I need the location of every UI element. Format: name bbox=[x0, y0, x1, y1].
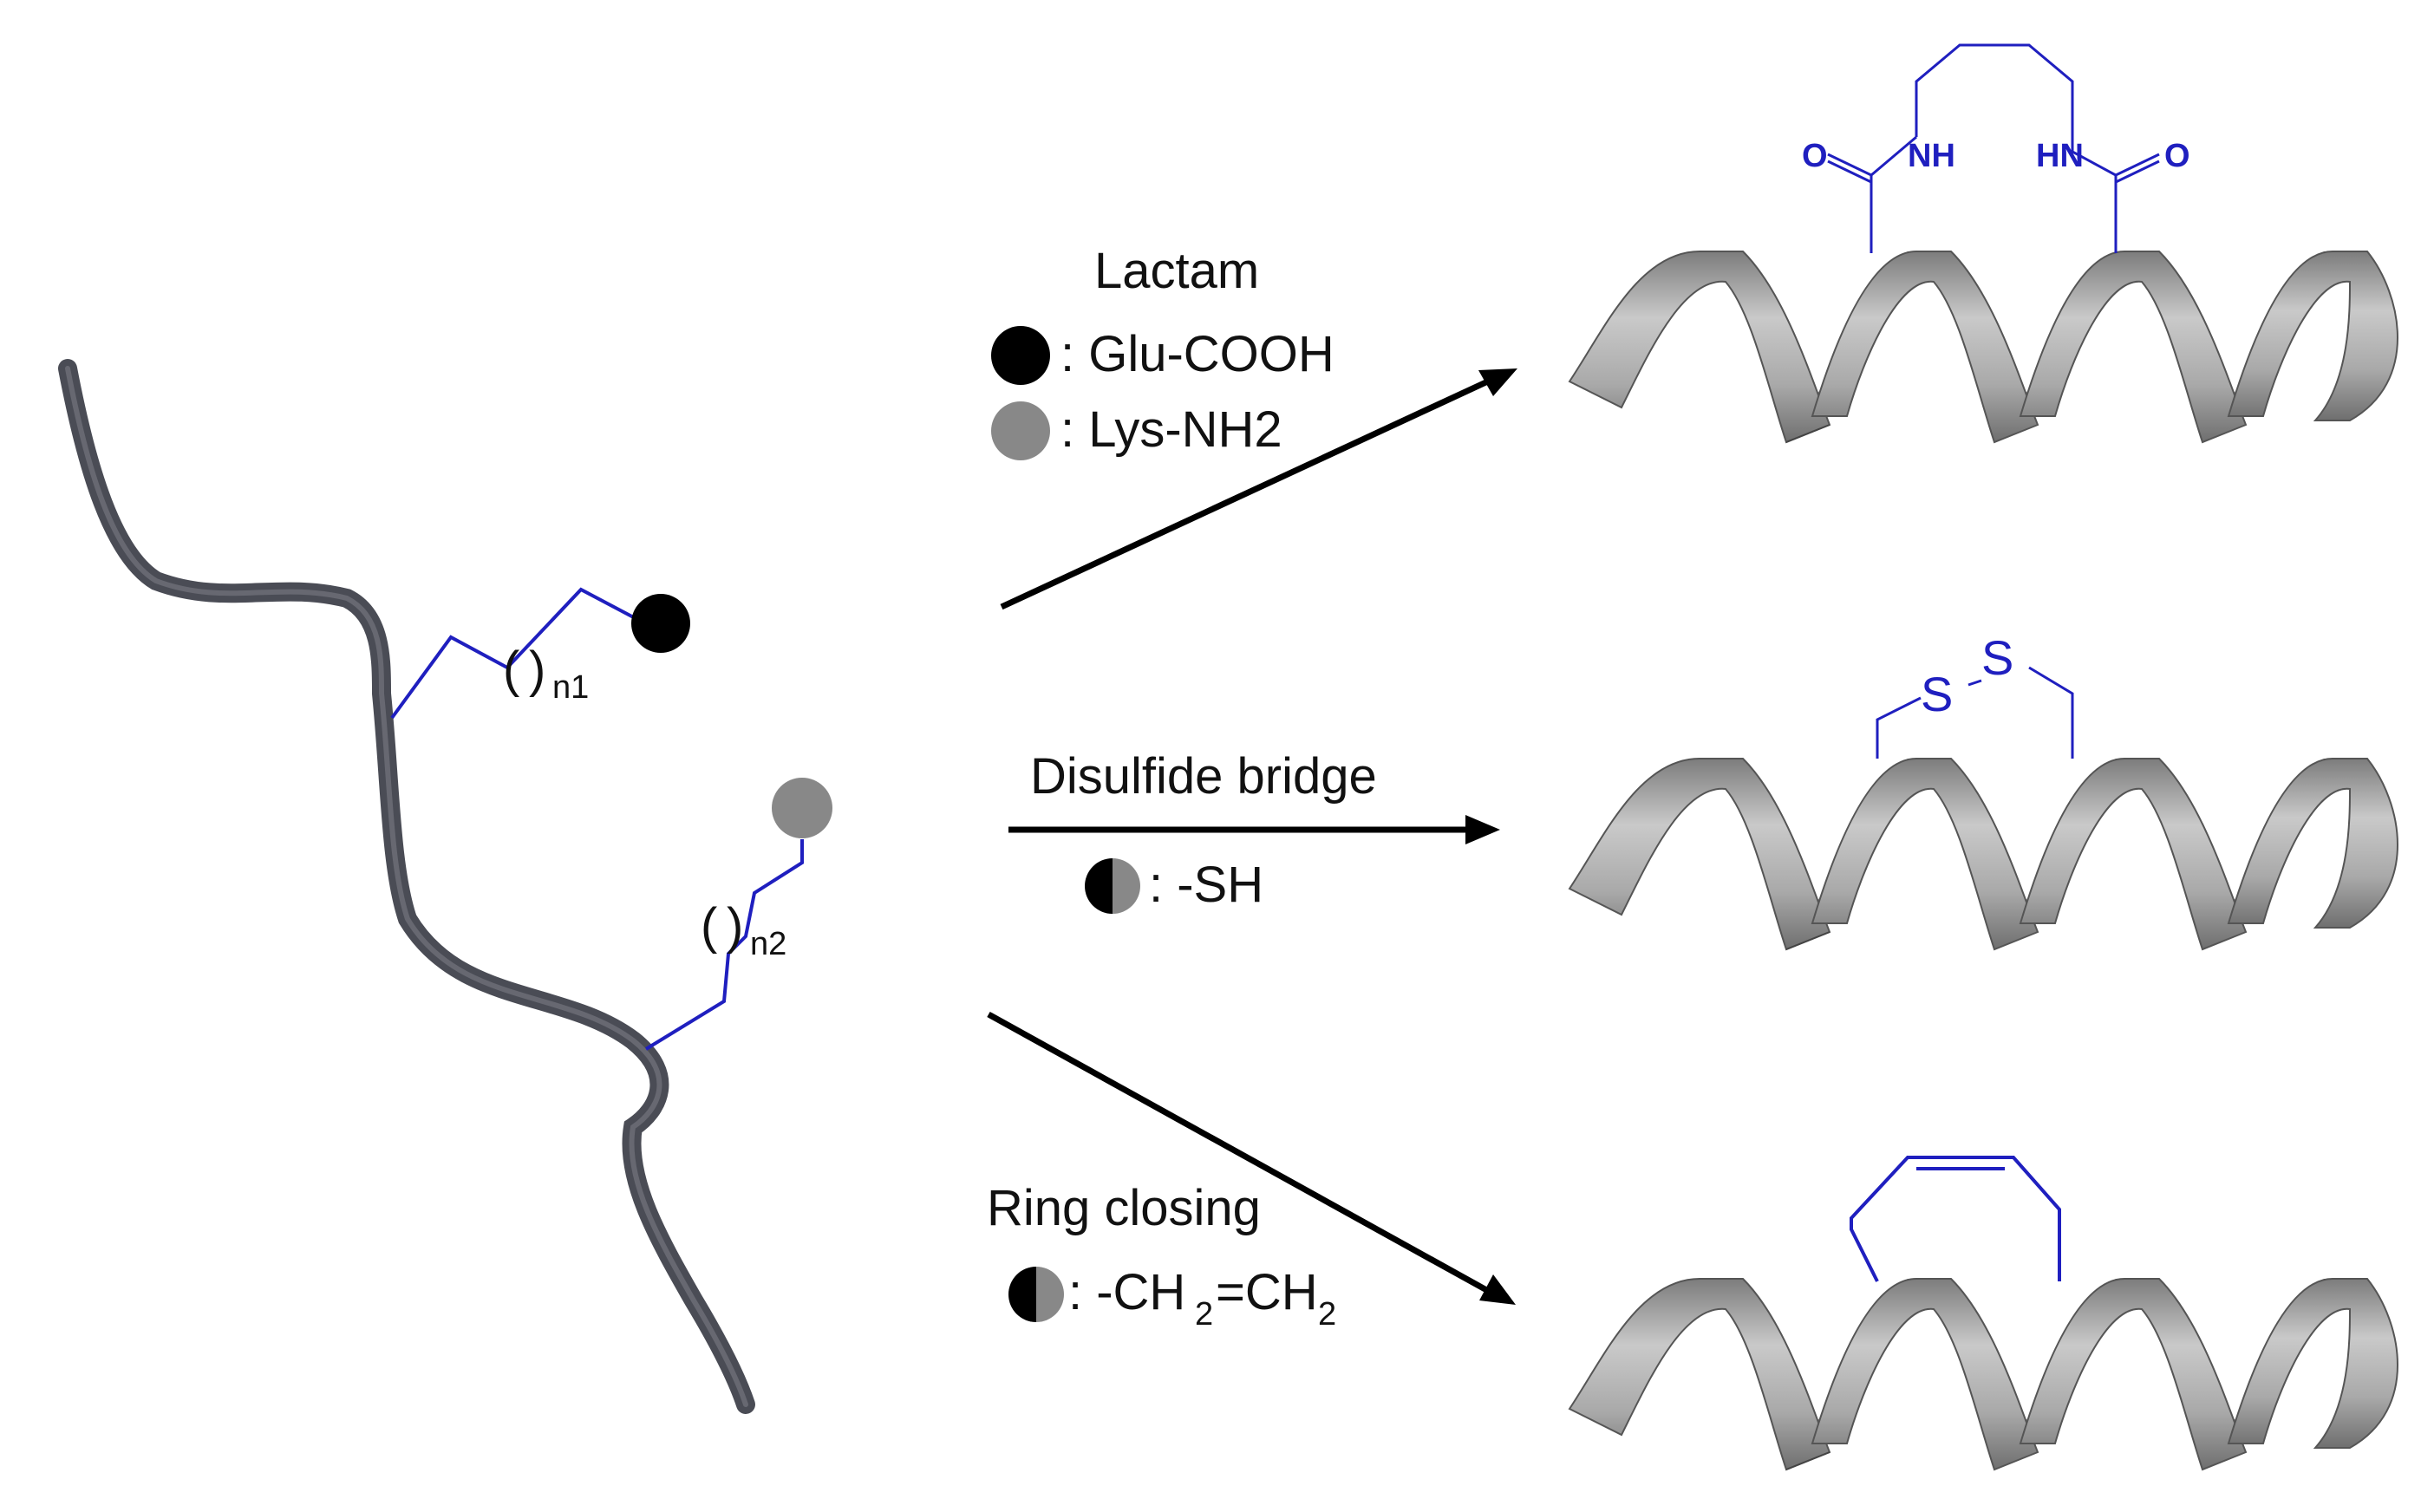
lactam-atom-hn: HN bbox=[2036, 138, 2084, 174]
legend-gray-dot bbox=[991, 401, 1050, 460]
ring-closing-title: Ring closing bbox=[987, 1180, 1261, 1236]
lactam-atom-o-right: O bbox=[2164, 138, 2190, 174]
ring-closing-legend: Ring closing : -CH 2 =CH 2 bbox=[987, 1180, 1336, 1333]
loop2-open: ( bbox=[701, 898, 717, 955]
disulfide-title: Disulfide bridge bbox=[1030, 748, 1377, 805]
lactam-title: Lactam bbox=[1094, 243, 1259, 299]
ring-closing-legend-mid: =CH bbox=[1216, 1264, 1318, 1320]
lactam-atom-o-left: O bbox=[1802, 138, 1828, 174]
disulfide-atom-s1: S bbox=[1921, 667, 1953, 721]
peptide-chain bbox=[58, 359, 755, 1414]
loop2-close: ) bbox=[727, 898, 743, 955]
legend-half-dot-sh bbox=[1085, 858, 1140, 914]
lactam-legend: Lactam : Glu-COOH : Lys-NH2 bbox=[991, 243, 1334, 460]
lactam-bridge bbox=[1827, 43, 2160, 253]
side-chain-1: ( ) n1 bbox=[390, 587, 690, 720]
lactam-helix: O NH HN O bbox=[1569, 43, 2398, 443]
arrow-to-lactam bbox=[1000, 376, 1493, 610]
lactam-legend-lys: : Lys-NH2 bbox=[1060, 401, 1282, 458]
loop1-subscript: n1 bbox=[552, 669, 589, 706]
disulfide-bridge bbox=[1876, 666, 2074, 759]
disulfide-helix: S S bbox=[1569, 630, 2398, 950]
ring-closing-helix bbox=[1569, 1156, 2398, 1470]
loop1-open: ( bbox=[503, 642, 519, 698]
ring-closing-legend-prefix: : -CH bbox=[1068, 1264, 1185, 1320]
lys-gray-dot bbox=[772, 778, 832, 838]
glu-black-dot bbox=[631, 594, 690, 653]
disulfide-legend: Disulfide bridge : -SH bbox=[1030, 748, 1377, 914]
ring-closing-subscript-a: 2 bbox=[1195, 1296, 1213, 1333]
loop1-close: ) bbox=[529, 642, 545, 698]
arrow-to-ring-closing bbox=[987, 1011, 1491, 1295]
legend-black-dot bbox=[991, 326, 1050, 385]
side-chain-2: ( ) n2 bbox=[644, 778, 832, 1051]
ring-closing-subscript-b: 2 bbox=[1318, 1296, 1336, 1333]
legend-half-dot-vinyl bbox=[1008, 1267, 1064, 1322]
lactam-legend-glu: : Glu-COOH bbox=[1060, 326, 1334, 382]
loop2-subscript: n2 bbox=[750, 926, 786, 962]
olefin-bridge bbox=[1850, 1156, 2061, 1282]
disulfide-atom-s2: S bbox=[1981, 630, 2013, 685]
lactam-atom-nh: NH bbox=[1908, 138, 1955, 174]
disulfide-legend-sh: : -SH bbox=[1149, 857, 1263, 913]
arrows bbox=[987, 368, 1517, 1305]
